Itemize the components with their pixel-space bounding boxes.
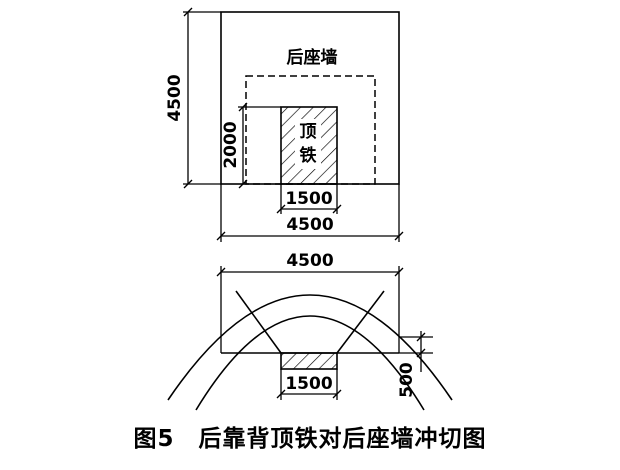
dim-label-section-depth: 500	[397, 362, 417, 398]
figure-caption: 图5 后靠背顶铁对后座墙冲切图	[133, 425, 486, 452]
dim-section-width-jack: 1500	[276, 369, 342, 400]
section-view: 4500 1500 500	[167, 251, 453, 411]
dim-section-depth: 500	[397, 331, 433, 398]
shear-line-left	[235, 290, 282, 354]
section-jack-block	[280, 352, 338, 370]
jack-label-backdrop	[295, 119, 321, 169]
dim-label-height-total: 4500	[165, 74, 185, 121]
dim-label-section-width-total: 4500	[286, 251, 333, 271]
outer-arch	[167, 294, 453, 401]
dim-plan-height-total: 4500	[165, 7, 221, 189]
dim-label-section-width-jack: 1500	[285, 374, 332, 394]
dim-section-width-total: 4500	[216, 251, 404, 353]
dim-label-height-jack: 2000	[221, 121, 241, 168]
shear-line-right	[336, 290, 385, 354]
inner-arch	[195, 315, 425, 411]
wall-label: 后座墙	[287, 47, 338, 68]
dim-label-width-total: 4500	[286, 215, 333, 235]
dim-label-width-jack: 1500	[285, 189, 332, 209]
plan-view: 后座墙 顶 铁 4500 2000 1500	[165, 7, 404, 242]
jack-label-bottom: 铁	[300, 145, 317, 166]
dim-plan-width-jack: 1500	[276, 184, 342, 214]
jack-label-top: 顶	[300, 122, 317, 142]
dim-plan-height-jack: 2000	[221, 102, 281, 189]
dim-plan-width-total: 4500	[216, 184, 404, 242]
